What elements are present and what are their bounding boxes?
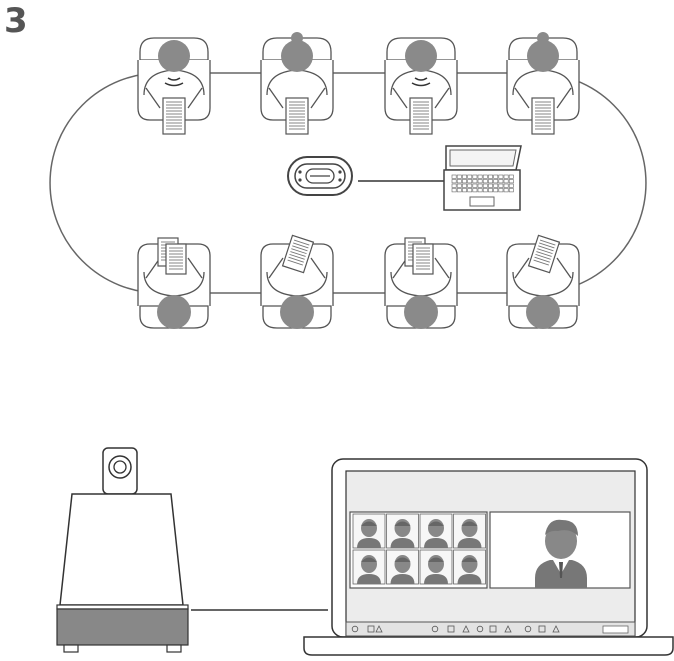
toolbar-icon [524, 625, 532, 633]
seat-bottom-1 [137, 237, 211, 329]
laptop-icon [443, 145, 522, 211]
participant-tile [352, 549, 386, 585]
toolbar-icon [367, 625, 375, 633]
seat-bottom-2 [260, 234, 334, 329]
camera-speaker-unit [56, 447, 189, 653]
toolbar-icon [351, 625, 359, 633]
person-head-icon [405, 40, 437, 72]
toolbar-icon [431, 625, 439, 633]
laptop-front-icon [303, 458, 674, 656]
person-head-icon [157, 295, 191, 329]
speakerphone-icon [287, 156, 353, 196]
toolbar-icon [489, 625, 497, 633]
participant-tile [453, 549, 486, 585]
camera-setup-diagram [56, 447, 674, 656]
person-head-icon [527, 40, 559, 72]
seat-top-4 [506, 32, 580, 135]
toolbar-icon [538, 625, 546, 633]
participant-tile [386, 549, 419, 585]
toolbar-icon [375, 625, 383, 633]
call-toolbar [345, 621, 636, 637]
seat-top-3 [384, 37, 458, 135]
toolbar-icon [504, 625, 512, 633]
person-head-icon [404, 295, 438, 329]
participant-tile [419, 549, 453, 585]
leave-button [602, 625, 629, 634]
person-head-icon [281, 40, 313, 72]
step-number: 3 [4, 1, 28, 41]
seat-top-2 [260, 32, 334, 135]
participant-tile [453, 513, 486, 549]
participant-tile [386, 513, 419, 549]
toolbar-icon [476, 625, 484, 633]
person-head-icon [280, 295, 314, 329]
seat-top-1 [137, 37, 211, 135]
participant-tile [419, 513, 453, 549]
person-head-icon [158, 40, 190, 72]
presenter-avatar [535, 519, 587, 588]
seat-bottom-3 [384, 237, 458, 329]
seat-bottom-4 [506, 234, 580, 329]
person-head-icon [526, 295, 560, 329]
toolbar-icon [552, 625, 560, 633]
participant-tile [352, 513, 386, 549]
toolbar-icon [447, 625, 455, 633]
conference-diagram [49, 32, 647, 329]
toolbar-icon [462, 625, 470, 633]
